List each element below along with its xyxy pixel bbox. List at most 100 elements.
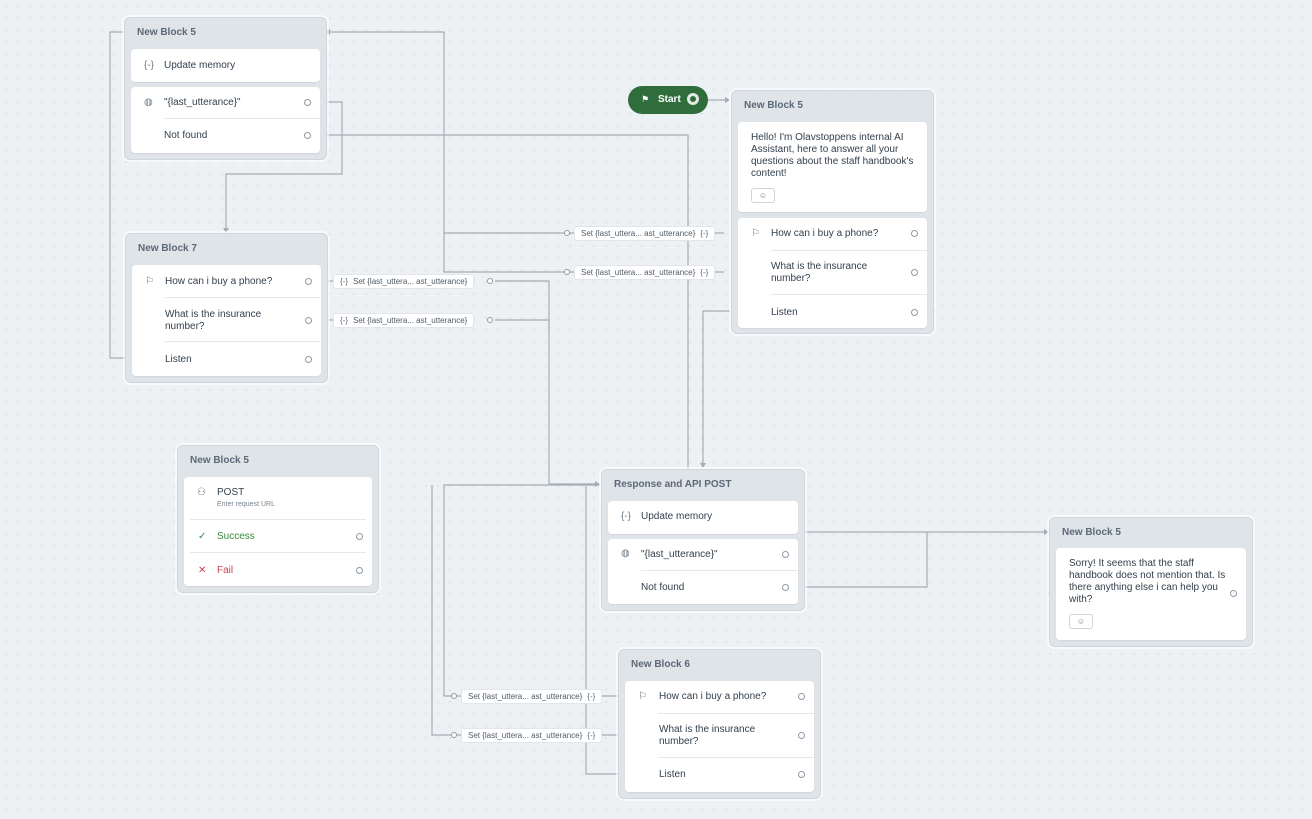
intents-step[interactable]: ⚐ How can i buy a phone? What is the ins…: [132, 265, 321, 376]
divider: [771, 294, 927, 295]
listen-label: Listen: [165, 354, 192, 365]
update-memory-label: Update memory: [641, 511, 713, 522]
start-node[interactable]: ⚑ Start: [628, 86, 708, 114]
divider: [165, 341, 321, 342]
block-new-block-5-greeting[interactable]: New Block 5 Hello! I'm Olavstoppens inte…: [731, 90, 934, 334]
edge-label-set-1[interactable]: Set {last_uttera... ast_utterance}{-}: [574, 226, 716, 241]
update-memory-label: Update memory: [164, 60, 236, 71]
wire-greet-i1: [330, 31, 724, 234]
block-title: New Block 5: [744, 100, 803, 111]
block-new-block-5-memory[interactable]: New Block 5 {-} Update memory ◍ "{last_u…: [124, 17, 327, 160]
block-new-block-7[interactable]: New Block 7 ⚐ How can i buy a phone? Wha…: [125, 233, 328, 383]
intents-step[interactable]: ⚐ How can i buy a phone? What is the ins…: [738, 218, 927, 328]
api-step[interactable]: ⚇ POST Enter request URL ✓ Success ✕ Fai…: [184, 477, 372, 586]
success-label: Success: [217, 531, 255, 542]
emoji-icon[interactable]: ☺: [751, 188, 775, 203]
arrow-resp: [700, 463, 706, 468]
edge-label-text: Set {last_uttera... ast_utterance}: [581, 229, 696, 238]
wire-b5-notfound: [320, 134, 689, 468]
edge-port[interactable]: [564, 269, 570, 275]
api-method: POST: [217, 487, 245, 498]
edge-label-set-4[interactable]: {-} Set {last_uttera... ast_utterance}: [333, 313, 475, 328]
intents-step[interactable]: ⚐ How can i buy a phone? What is the ins…: [625, 681, 814, 792]
block-title: New Block 5: [137, 27, 196, 38]
start-port-dot: [690, 96, 696, 102]
check-icon: ✓: [198, 531, 207, 542]
intent-insurance-number[interactable]: What is the insurance number?: [165, 309, 262, 332]
intent-buy-phone-port[interactable]: [798, 693, 805, 700]
listen-port[interactable]: [305, 356, 312, 363]
update-memory-step[interactable]: {-} Update memory: [131, 49, 320, 82]
sorry-message-step[interactable]: Sorry! It seems that the staff handbook …: [1056, 548, 1246, 640]
update-memory-step[interactable]: {-} Update memory: [608, 501, 798, 534]
edge-label-text: Set {last_uttera... ast_utterance}: [468, 731, 583, 740]
intent-buy-phone[interactable]: How can i buy a phone?: [165, 276, 273, 287]
edge-port[interactable]: [487, 317, 493, 323]
condition-step[interactable]: ◍ "{last_utterance}" Not found: [131, 87, 320, 153]
listen-port[interactable]: [911, 309, 918, 316]
block-title: New Block 5: [1062, 527, 1121, 538]
block-new-block-5-api[interactable]: New Block 5 ⚇ POST Enter request URL ✓ S…: [177, 445, 379, 593]
listen-port[interactable]: [798, 771, 805, 778]
intent-insurance-number[interactable]: What is the insurance number?: [659, 724, 756, 747]
wire-b7-i1b: [495, 280, 600, 485]
variable-icon: {-}: [340, 316, 349, 325]
emoji-icon[interactable]: ☺: [1069, 614, 1093, 629]
success-port[interactable]: [356, 533, 363, 540]
edge-label-set-3[interactable]: {-}Set {last_uttera... ast_utterance}: [333, 274, 475, 289]
intent-icon: ⚐: [751, 228, 760, 239]
intent-insurance-number[interactable]: What is the insurance number?: [771, 261, 868, 284]
wire-b6-i1: [443, 484, 622, 697]
not-found-port[interactable]: [304, 132, 311, 139]
intent-buy-phone[interactable]: How can i buy a phone?: [659, 691, 767, 702]
greeting-message: Hello! I'm Olavstoppens internal AI Assi…: [751, 132, 914, 179]
condition-var: "{last_utterance}": [641, 549, 718, 560]
variable-icon: {-}: [340, 277, 349, 286]
condition-var-port[interactable]: [782, 551, 789, 558]
globe-icon: ◍: [144, 97, 153, 108]
intent-buy-phone-port[interactable]: [305, 278, 312, 285]
intent-icon: ⚐: [145, 276, 154, 287]
edge-port[interactable]: [451, 732, 457, 738]
not-found-port[interactable]: [782, 584, 789, 591]
not-found-label: Not found: [164, 130, 208, 141]
block-response-and-api-post[interactable]: Response and API POST {-} Update memory …: [601, 469, 805, 611]
intent-insurance-port[interactable]: [305, 317, 312, 324]
edge-label-set-2[interactable]: Set {last_uttera... ast_utterance}{-}: [574, 265, 716, 280]
divider: [771, 250, 927, 251]
condition-step[interactable]: ◍ "{last_utterance}" Not found: [608, 539, 798, 604]
divider: [190, 519, 366, 520]
edge-label-text: Set {last_uttera... ast_utterance}: [353, 316, 468, 325]
condition-var-port[interactable]: [304, 99, 311, 106]
edge-label-text: Set {last_uttera... ast_utterance}: [581, 268, 696, 277]
block-new-block-5-sorry[interactable]: New Block 5 Sorry! It seems that the sta…: [1049, 517, 1253, 647]
divider: [641, 570, 798, 571]
block-title: New Block 7: [138, 243, 197, 254]
wire-greet-listen: [702, 310, 730, 466]
intent-buy-phone[interactable]: How can i buy a phone?: [771, 228, 879, 239]
edge-port[interactable]: [564, 230, 570, 236]
block-title: Response and API POST: [614, 479, 732, 490]
edge-port[interactable]: [451, 693, 457, 699]
divider: [658, 713, 814, 714]
divider: [165, 297, 321, 298]
flag-icon: ⚑: [641, 94, 650, 104]
edge-label-set-5[interactable]: Set {last_uttera... ast_utterance}{-}: [461, 689, 603, 704]
greeting-message-step[interactable]: Hello! I'm Olavstoppens internal AI Assi…: [738, 122, 927, 212]
edge-label-set-6[interactable]: Set {last_uttera... ast_utterance} {-}: [461, 728, 603, 743]
divider: [658, 757, 814, 758]
arrow-greet: [725, 97, 730, 103]
intent-insurance-port[interactable]: [911, 269, 918, 276]
intent-buy-phone-port[interactable]: [911, 230, 918, 237]
variable-icon: {-}: [587, 731, 596, 740]
sorry-out-port[interactable]: [1230, 590, 1237, 597]
variable-icon: {-}: [621, 511, 632, 522]
block-new-block-6[interactable]: New Block 6 ⚐ How can i buy a phone? Wha…: [618, 649, 821, 799]
listen-label: Listen: [771, 307, 798, 318]
fail-port[interactable]: [356, 567, 363, 574]
listen-label: Listen: [659, 769, 686, 780]
block-title: New Block 5: [190, 455, 249, 466]
api-url-placeholder[interactable]: Enter request URL: [217, 501, 275, 508]
intent-insurance-port[interactable]: [798, 732, 805, 739]
edge-port[interactable]: [487, 278, 493, 284]
